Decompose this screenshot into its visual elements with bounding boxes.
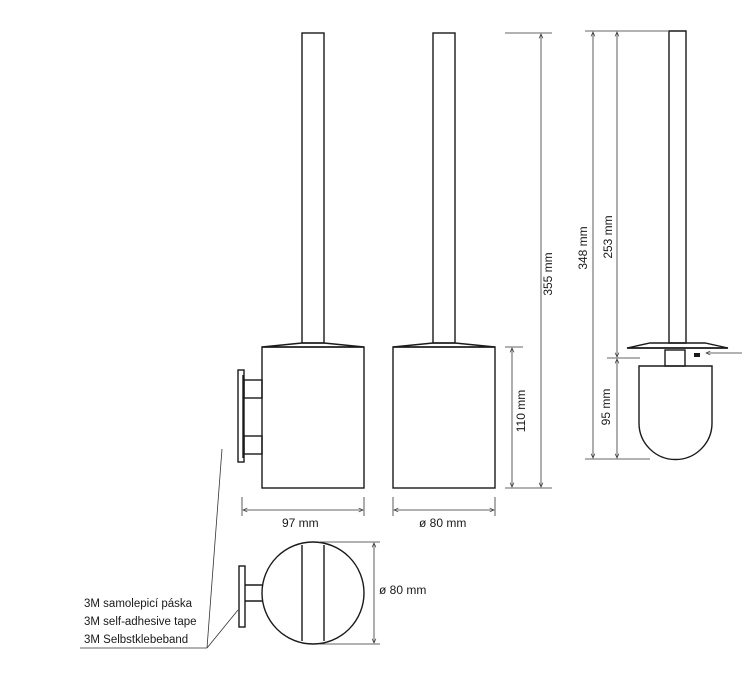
dim-front-diameter: ø 80 mm <box>392 497 496 530</box>
brush-neck <box>664 349 686 367</box>
front-diameter-label: ø 80 mm <box>419 516 466 530</box>
tape-leader <box>80 448 239 649</box>
side-view <box>237 32 365 489</box>
top-wall-plate <box>238 565 246 628</box>
legend-line-1: 3M samolepicí páska <box>84 598 193 610</box>
top-diameter-label: ø 80 mm <box>379 583 426 597</box>
front-handle <box>432 32 456 344</box>
dim-top-diameter: ø 80 mm <box>320 541 426 645</box>
brush-head <box>638 365 713 461</box>
brush-handle <box>668 30 687 344</box>
side-cup <box>261 346 365 489</box>
top-cup-circle <box>261 541 365 645</box>
dim-heights: 355 mm 110 mm <box>505 32 555 489</box>
brush-lid <box>626 342 729 349</box>
side-width-label: 97 mm <box>282 516 319 530</box>
brush-total-label: 348 mm <box>576 226 590 269</box>
top-view <box>238 541 365 645</box>
front-cup <box>392 346 496 489</box>
mount-bracket-top <box>243 379 263 399</box>
legend-line-2: 3M self-adhesive tape <box>84 616 197 628</box>
handle-length-label: 253 mm <box>601 215 615 258</box>
wall-plate <box>237 369 245 463</box>
brush-clip <box>694 353 700 357</box>
cup-height-label: 110 mm <box>514 390 528 432</box>
front-view <box>392 32 496 489</box>
dim-side-width: 97 mm <box>241 497 365 530</box>
side-handle <box>301 32 325 344</box>
mount-bracket-bottom <box>243 435 263 455</box>
total-height-label: 355 mm <box>541 252 555 295</box>
brush-view <box>626 30 742 461</box>
brush-head-label: 95 mm <box>599 389 613 426</box>
legend-line-3: 3M Selbstklebeband <box>84 634 188 646</box>
tape-legend: 3M samolepicí páska 3M self-adhesive tap… <box>84 598 197 646</box>
dim-brush: 348 mm 253 mm 95 mm <box>576 30 668 460</box>
